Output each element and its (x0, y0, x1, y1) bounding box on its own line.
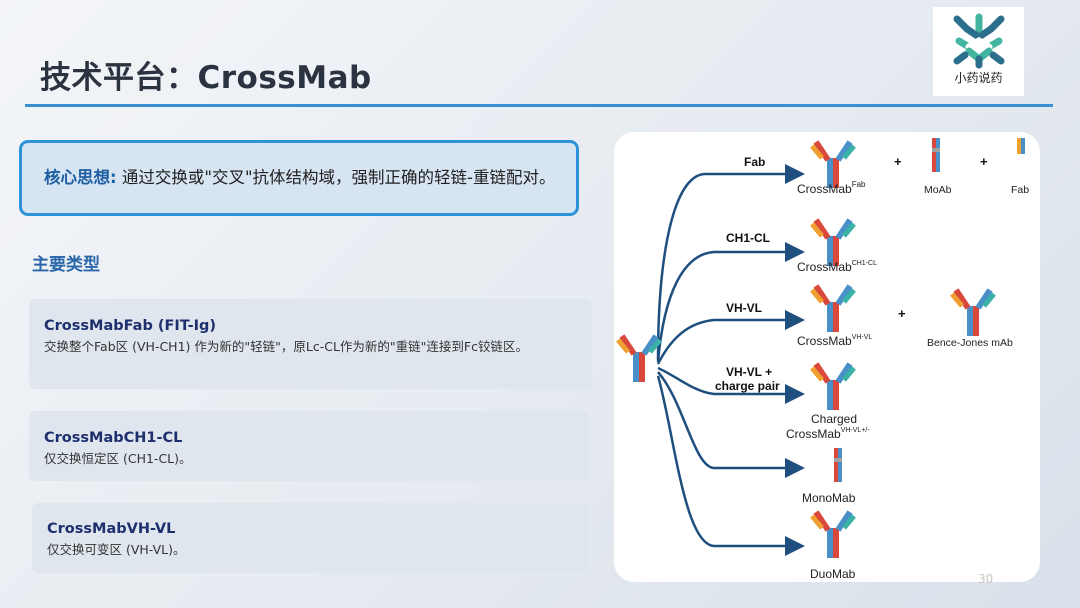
product-caption: MoAb (924, 184, 952, 196)
page-number: 30 (978, 572, 994, 586)
arrow-fab (656, 164, 805, 361)
type-card-ch1cl: CrossMabCH1-CL 仅交换恒定区 (CH1-CL)。 (29, 411, 588, 481)
plus-sign: + (894, 154, 902, 169)
type-card-desc: 交换整个Fab区 (VH-CH1) 作为新的"轻链"，原Lc-CL作为新的"重链… (44, 339, 528, 354)
product-caption: MonoMab (802, 491, 856, 505)
product-caption: CrossMabCH1-CL (797, 260, 877, 274)
plus-sign: + (898, 306, 906, 321)
product-caption: CrossMabFab (797, 180, 866, 196)
fab-fragment-icon (1021, 138, 1025, 154)
type-card-vhvl: CrossMabVH-VL 仅交换可变区 (VH-VL)。 (32, 503, 589, 573)
type-card-title: CrossMabVH-VL (47, 521, 176, 537)
charged-crossmab-icon (812, 364, 854, 410)
title-divider (25, 104, 1053, 107)
bence-jones-icon (952, 290, 994, 336)
type-card-desc: 仅交换可变区 (VH-VL)。 (47, 542, 186, 557)
product-caption: Charged (811, 412, 857, 426)
branch-label: Fab (744, 155, 765, 169)
diagram-canvas: Fab CH1-CL VH-VL VH-VL + charge pair + +… (614, 138, 1029, 581)
core-idea-text: 核心思想: 通过交换或"交叉"抗体结构域，强制正确的轻链-重链配对。 (44, 167, 574, 189)
product-caption: CrossMabVH-VL (797, 334, 872, 348)
product-caption: Fab (1011, 184, 1029, 196)
monomab-icon (834, 448, 842, 482)
logo: 小药说药 (933, 7, 1024, 96)
product-caption: CrossMabVH-VL+/- (786, 427, 870, 441)
crossmab-diagram: Fab CH1-CL VH-VL VH-VL + charge pair + +… (614, 132, 1040, 582)
duomab-icon (812, 512, 854, 558)
branch-label: charge pair (715, 379, 780, 393)
logo-text: 小药说药 (954, 71, 1003, 85)
branch-label: CH1-CL (726, 231, 770, 245)
plus-sign: + (980, 154, 988, 169)
crossmab-vhvl-icon (812, 286, 854, 332)
source-antibody-icon (618, 336, 660, 382)
branch-label: VH-VL (726, 301, 762, 315)
fab-fragment-icon (1017, 138, 1021, 154)
arrow-duo (656, 375, 805, 556)
core-idea-box: 核心思想: 通过交换或"交叉"抗体结构域，强制正确的轻链-重链配对。 (19, 140, 579, 216)
arrow-mono (657, 371, 805, 478)
section-title: 主要类型 (32, 255, 100, 275)
logo-icon (953, 13, 1005, 69)
page-title: 技术平台：CrossMab (40, 60, 372, 96)
arrow-charge (657, 366, 805, 404)
type-card-fab: CrossMabFab (FIT-Ig) 交换整个Fab区 (VH-CH1) 作… (29, 299, 592, 389)
branch-label: VH-VL + (726, 365, 772, 379)
type-card-desc: 仅交换恒定区 (CH1-CL)。 (44, 451, 192, 466)
product-caption: Bence-Jones mAb (927, 337, 1013, 349)
arrow-vhvl (656, 310, 805, 365)
product-caption: DuoMab (810, 567, 856, 581)
type-card-title: CrossMabCH1-CL (44, 430, 183, 446)
core-idea-body: 通过交换或"交叉"抗体结构域，强制正确的轻链-重链配对。 (116, 168, 556, 187)
arrow-ch1cl (656, 242, 805, 363)
core-idea-label: 核心思想: (44, 168, 117, 187)
type-card-title: CrossMabFab (FIT-Ig) (44, 318, 216, 334)
moab-icon (932, 138, 940, 172)
